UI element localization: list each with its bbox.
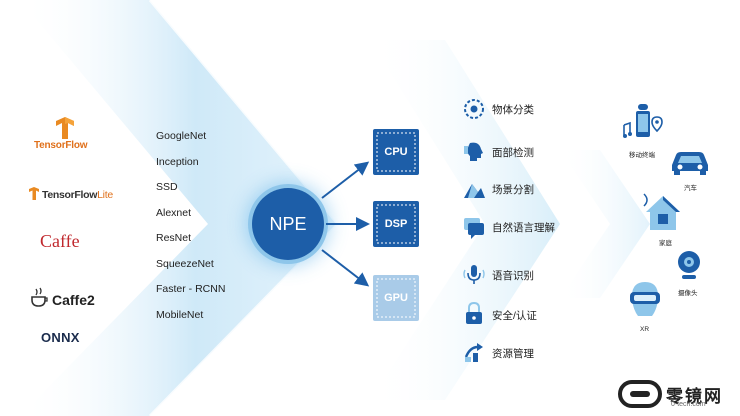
scene-segmentation-icon (464, 184, 485, 198)
model-squeezenet: SqueezeNet (156, 258, 214, 270)
home-icon (643, 193, 680, 230)
xr-headset-icon (630, 282, 660, 316)
mobile-device-icon (623, 104, 663, 138)
watermark-url: 0-tech.com (671, 401, 706, 408)
task-resource-management: 资源管理 (492, 348, 534, 360)
task-object-classification: 物体分类 (492, 104, 534, 116)
arrow-to-cpu (321, 161, 370, 199)
chevron-band-3 (560, 150, 650, 298)
caffe-logo: Caffe (40, 231, 80, 251)
task-nlu: 自然语言理解 (492, 222, 555, 234)
gpu-label: GPU (384, 292, 408, 304)
npe-label: NPE (269, 213, 307, 234)
tensorflow-lite-logo-icon (29, 187, 39, 200)
caffe2-label: Caffe2 (52, 292, 95, 308)
tensorflow-lite-name: TensorFlow (42, 189, 98, 201)
npe-arrows (321, 161, 370, 287)
task-speech-recognition: 语音识别 (492, 270, 534, 282)
model-alexnet: Alexnet (156, 207, 192, 219)
object-classification-icon (464, 99, 484, 119)
task-scene-segmentation: 场景分割 (492, 184, 534, 196)
model-inception: Inception (156, 156, 199, 168)
device-car-label: 汽车 (684, 185, 697, 192)
device-camera-label: 摄像头 (678, 290, 698, 297)
tensorflow-lite-label: TensorFlowLite (42, 189, 113, 201)
task-security-auth: 安全/认证 (492, 310, 537, 322)
model-mobilenet: MobileNet (156, 309, 204, 321)
cpu-label: CPU (384, 146, 408, 158)
watermark-text: 零镜网 (666, 387, 723, 406)
caffe2-cup-icon (31, 287, 48, 307)
npe-engine-circle: NPE (252, 188, 324, 260)
task-face-detection: 面部检测 (492, 147, 534, 159)
arrow-to-gpu (321, 249, 370, 287)
onnx-logo: ONNX (41, 330, 80, 345)
chip-gpu: GPU (372, 274, 420, 322)
model-faster-rcnn: Faster - RCNN (156, 283, 226, 295)
dsp-label: DSP (384, 218, 408, 230)
face-detection-icon (464, 142, 483, 161)
nlu-chat-icon (464, 218, 484, 239)
camera-icon (678, 251, 700, 279)
device-xr-label: XR (640, 326, 650, 333)
device-mobile-label: 移动终端 (629, 152, 655, 159)
gpu-chip-icon (373, 275, 419, 321)
chip-cpu: CPU (372, 128, 420, 176)
model-googlenet: GoogleNet (156, 130, 207, 142)
watermark-logo-icon (618, 380, 662, 408)
tensorflow-logo-icon (56, 117, 74, 139)
tensorflow-lite-suffix: Lite (97, 189, 113, 201)
resource-management-icon (464, 343, 483, 362)
speech-recognition-icon (463, 265, 485, 284)
chip-dsp: DSP (372, 200, 420, 248)
lock-icon (466, 301, 482, 324)
car-icon (672, 152, 708, 175)
device-home-label: 家庭 (659, 240, 672, 247)
dsp-chip-icon (373, 201, 419, 247)
tensorflow-label: TensorFlow (34, 140, 88, 151)
model-resnet: ResNet (156, 232, 192, 244)
cpu-chip-icon (373, 129, 419, 175)
model-ssd: SSD (156, 181, 178, 193)
